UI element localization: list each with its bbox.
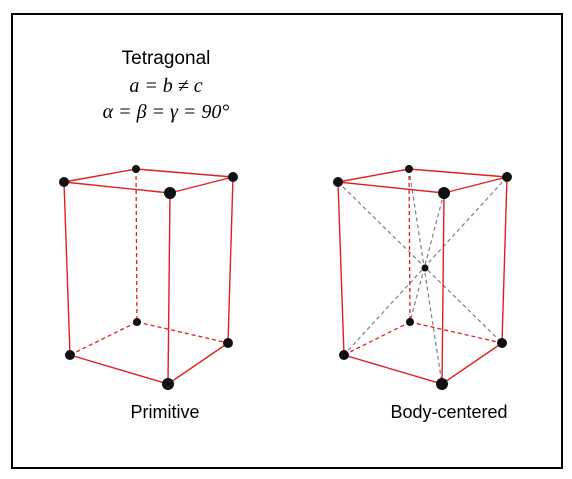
cell-edge: [337, 168, 410, 183]
lattice-length-relation: a = b ≠ c: [129, 75, 203, 97]
corner-atom: [223, 338, 233, 348]
cell-edge: [167, 192, 171, 385]
body-center-atom: [421, 264, 429, 272]
hidden-edge: [136, 321, 229, 344]
cell-edge: [169, 176, 234, 194]
cell-edge: [408, 168, 508, 178]
corner-atom: [497, 338, 507, 348]
cell-edge: [441, 342, 503, 385]
cell-edge: [69, 354, 169, 385]
primitive-atoms: [59, 165, 238, 390]
corner-atom: [162, 378, 174, 390]
corner-atom: [339, 350, 349, 360]
primitive-hidden-edges: [69, 168, 229, 356]
body-centered-cell: [333, 165, 512, 390]
body-diagonals: [337, 168, 508, 385]
body-diagonal: [337, 181, 503, 344]
corner-atom: [65, 350, 75, 360]
corner-atom: [228, 172, 238, 182]
body-atoms: [333, 165, 512, 390]
corner-atom: [502, 172, 512, 182]
figure-frame: [11, 13, 563, 469]
hidden-edge: [409, 321, 503, 344]
cell-edge: [63, 181, 71, 356]
corner-atom: [133, 318, 141, 326]
cell-edge: [501, 176, 508, 344]
lattice-title: Tetragonal: [121, 48, 211, 69]
cell-edge: [337, 181, 345, 356]
corner-atom: [405, 165, 413, 173]
corner-atom: [333, 177, 343, 187]
primitive-cell: [59, 165, 238, 390]
cell-edge: [441, 192, 445, 385]
cell-edge: [443, 176, 508, 194]
corner-atom: [436, 378, 448, 390]
corner-atom: [59, 177, 69, 187]
primitive-visible-edges: [63, 168, 234, 385]
cell-edge: [337, 181, 445, 194]
body-centered-caption: Body-centered: [390, 402, 508, 422]
body-visible-edges: [337, 168, 508, 385]
cell-edge: [167, 342, 229, 385]
body-hidden-edges: [343, 168, 503, 356]
body-diagonal: [408, 168, 443, 385]
body-diagonal: [409, 192, 445, 323]
cell-edge: [63, 181, 171, 194]
hidden-edge: [343, 321, 411, 356]
hidden-edge: [408, 168, 411, 323]
hidden-edge: [69, 321, 138, 356]
cell-edge: [343, 354, 443, 385]
cell-edge: [227, 176, 234, 344]
corner-atom: [438, 187, 450, 199]
cell-edge: [63, 168, 137, 183]
corner-atom: [406, 318, 414, 326]
hidden-edge: [135, 168, 138, 323]
lattice-angle-relation: α = β = γ = 90°: [102, 101, 230, 123]
corner-atom: [132, 165, 140, 173]
cell-edge: [135, 168, 234, 178]
corner-atom: [164, 187, 176, 199]
primitive-caption: Primitive: [130, 402, 200, 422]
